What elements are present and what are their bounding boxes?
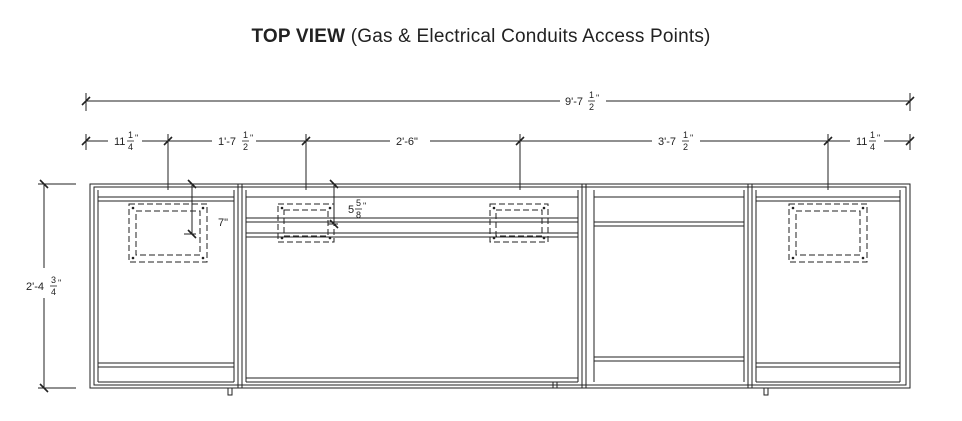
svg-text:11: 11: [856, 136, 867, 148]
svg-text:2: 2: [243, 142, 248, 152]
overall-width-label: 9'-7 1 2 ": [565, 90, 599, 112]
svg-text:": ": [58, 278, 61, 288]
svg-text:1: 1: [589, 90, 594, 100]
svg-text:": ": [596, 93, 599, 103]
svg-text:": ": [690, 133, 693, 143]
svg-text:1: 1: [243, 130, 248, 140]
segment-3-label: 2'-6": [396, 136, 418, 148]
svg-text:2: 2: [589, 102, 594, 112]
depth-dimension: [38, 179, 76, 393]
svg-text:": ": [135, 133, 138, 143]
svg-text:1: 1: [870, 130, 875, 140]
segment-4-label: 3'-7 1 2 ": [658, 130, 693, 152]
access-point-left: [128, 203, 208, 263]
svg-text:7": 7": [218, 217, 228, 229]
offset-7-label: 7": [218, 217, 228, 229]
svg-text:4: 4: [128, 142, 133, 152]
overall-width-dimension: [81, 93, 915, 111]
access-point-center-right: [489, 203, 549, 243]
segment-dimension-line: [81, 134, 915, 190]
svg-text:5: 5: [348, 204, 354, 216]
svg-text:11: 11: [114, 136, 125, 148]
access-point-center-left: [277, 203, 335, 243]
svg-text:5: 5: [356, 198, 361, 208]
svg-text:1: 1: [128, 130, 133, 140]
offset-558-label: 5 5 8 ": [348, 198, 366, 220]
segment-1-label: 11 1 4 ": [114, 130, 138, 152]
svg-text:4: 4: [870, 142, 875, 152]
depth-label: 2'-4 3 4 ": [26, 275, 61, 297]
right-cabinet: [755, 190, 901, 396]
offset-7-dimension: [168, 179, 197, 239]
svg-text:": ": [877, 133, 880, 143]
svg-text:": ": [250, 133, 253, 143]
access-plate-screws: [131, 206, 865, 260]
svg-text:9'-7: 9'-7: [565, 96, 583, 108]
svg-text:": ": [363, 201, 366, 211]
title-bold: TOP VIEW: [251, 26, 346, 47]
svg-text:4: 4: [51, 287, 56, 297]
svg-text:1'-7: 1'-7: [218, 136, 236, 148]
svg-text:3'-7: 3'-7: [658, 136, 676, 148]
svg-text:3: 3: [51, 275, 56, 285]
access-point-right: [788, 203, 868, 263]
svg-text:2'-6": 2'-6": [396, 136, 418, 148]
svg-text:2'-4: 2'-4: [26, 281, 44, 293]
diagram-title: TOP VIEW (Gas & Electrical Conduits Acce…: [0, 26, 962, 48]
left-cabinet: [97, 184, 243, 396]
svg-text:1: 1: [683, 130, 688, 140]
title-rest: (Gas & Electrical Conduits Access Points…: [345, 26, 711, 47]
offset-558-dimension: [306, 179, 339, 229]
svg-text:2: 2: [683, 142, 688, 152]
center-cabinet: [245, 184, 587, 389]
svg-text:8: 8: [356, 210, 361, 220]
cabinet-frame: [89, 183, 911, 389]
segment-2-label: 1'-7 1 2 ": [218, 130, 253, 152]
segment-5-label: 11 1 4 ": [856, 130, 880, 152]
center-right-cabinet: [593, 184, 753, 388]
